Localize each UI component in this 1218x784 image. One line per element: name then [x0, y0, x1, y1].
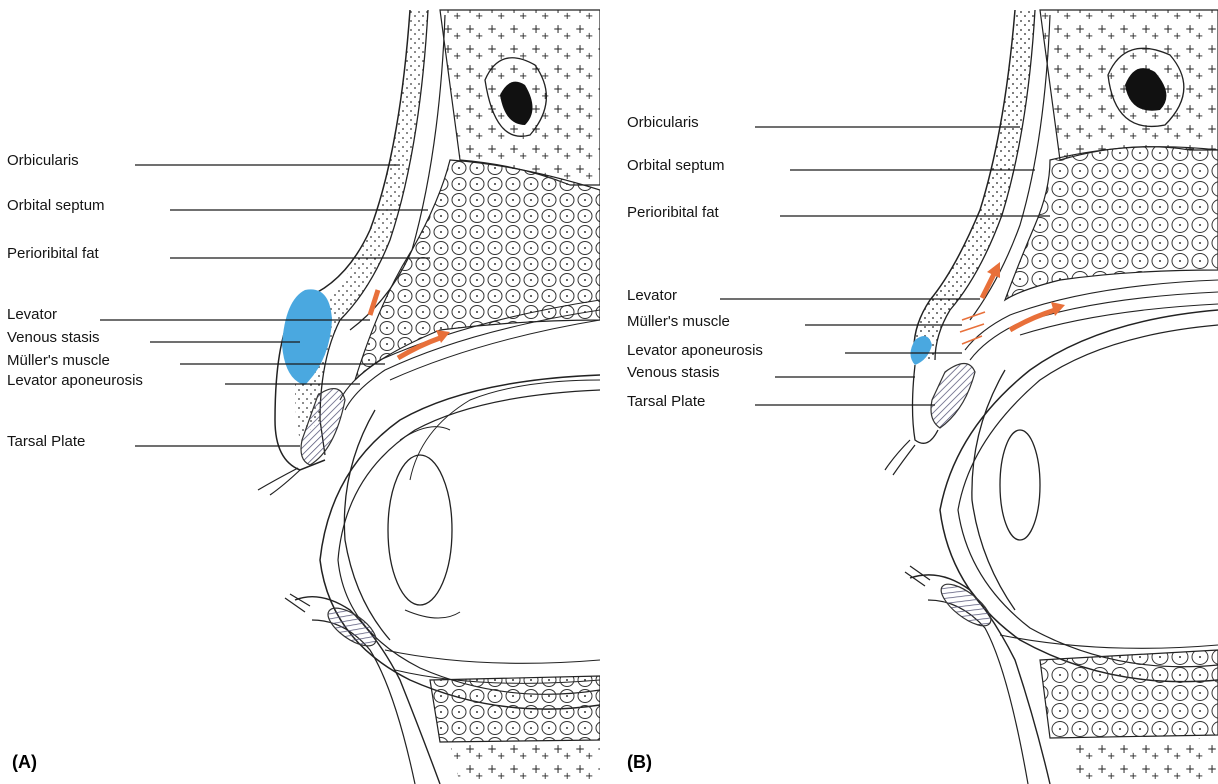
panel-a-illustration: + + [0, 0, 600, 784]
panel-a: + + [0, 0, 600, 784]
lower-bone [450, 740, 600, 784]
lower-bone [1070, 738, 1218, 784]
lower-fat-pad [1040, 650, 1218, 738]
lower-fat-pad [430, 676, 600, 742]
periorbital-fat-pad [1005, 147, 1218, 300]
label-levator-aponeurosis: Levator aponeurosis [627, 342, 763, 359]
label-tarsal-plate: Tarsal Plate [627, 393, 705, 410]
lower-tarsal-plate [322, 601, 382, 653]
orbicularis-band [295, 10, 428, 440]
orbicularis-band [914, 10, 1035, 360]
label-levator: Levator [7, 306, 57, 323]
label-orbicularis: Orbicularis [627, 114, 699, 131]
globe-outline [320, 375, 600, 709]
label-tarsal-plate: Tarsal Plate [7, 433, 85, 450]
label-orbital-septum: Orbital septum [627, 157, 725, 174]
label-periorbital-fat: Perioribital fat [627, 204, 719, 221]
label-orbital-septum: Orbital septum [7, 197, 105, 214]
label-muller-muscle: Müller's muscle [627, 313, 730, 330]
label-venous-stasis: Venous stasis [7, 329, 100, 346]
cornea [972, 370, 1015, 610]
panel-letter-b: (B) [627, 752, 652, 773]
muller-muscle-strands [960, 312, 985, 344]
label-muller-muscle: Müller's muscle [7, 352, 110, 369]
levator-arrow [370, 290, 378, 315]
label-orbicularis: Orbicularis [7, 152, 79, 169]
label-periorbital-fat: Perioribital fat [7, 245, 99, 262]
panel-b-illustration: + + [610, 0, 1218, 784]
panel-b: + + [610, 0, 1218, 784]
label-venous-stasis: Venous stasis [627, 364, 720, 381]
lens [388, 455, 452, 605]
tarsal-plate-shape [931, 364, 975, 429]
label-levator: Levator [627, 287, 677, 304]
lens [1000, 430, 1040, 540]
panel-letter-a: (A) [12, 752, 37, 773]
label-levator-aponeurosis: Levator aponeurosis [7, 372, 143, 389]
